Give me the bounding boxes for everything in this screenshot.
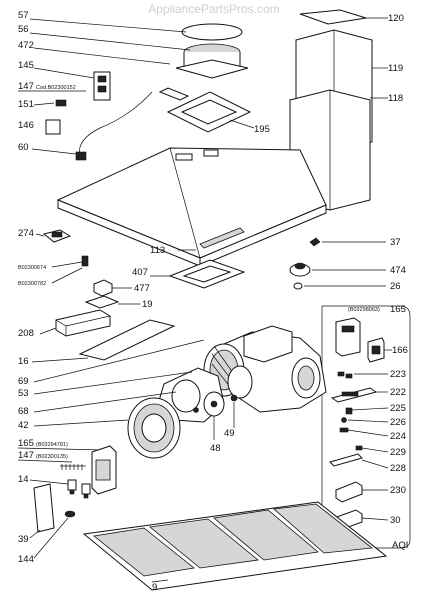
label-274: 274 bbox=[18, 228, 34, 239]
part-274-switch-panel[interactable] bbox=[42, 229, 72, 243]
label-42: 42 bbox=[18, 420, 29, 431]
part-39-cover[interactable] bbox=[33, 483, 55, 533]
part-166-module[interactable] bbox=[367, 337, 385, 363]
label-30: 30 bbox=[390, 515, 401, 526]
label-165b-code: (B03294781) bbox=[36, 442, 68, 448]
label-223: 223 bbox=[390, 369, 406, 380]
label-147b: 147 bbox=[18, 450, 34, 461]
part-147-spring[interactable] bbox=[60, 464, 86, 470]
label-37: 37 bbox=[390, 237, 401, 248]
label-16: 16 bbox=[18, 356, 29, 367]
part-26-bulb[interactable] bbox=[293, 282, 303, 290]
label-9: 9 bbox=[152, 582, 157, 593]
part-229[interactable] bbox=[355, 445, 363, 451]
label-147b-code: (B02300135) bbox=[36, 454, 68, 460]
part-37-screw[interactable] bbox=[309, 237, 321, 247]
part-477-lamp-cover[interactable] bbox=[93, 279, 113, 297]
label-147a-code: Cod.B02300152 bbox=[36, 85, 76, 91]
part-56-57-air-outlet[interactable] bbox=[175, 23, 249, 79]
part-151-clip[interactable] bbox=[55, 99, 67, 107]
part-145-147-electric-box[interactable] bbox=[93, 71, 111, 101]
label-225: 225 bbox=[390, 403, 406, 414]
part-113-hood-body[interactable] bbox=[56, 147, 327, 267]
part-228[interactable] bbox=[329, 453, 363, 467]
label-165a: 165 bbox=[390, 304, 406, 315]
part-49-screw[interactable] bbox=[230, 394, 238, 402]
label-69: 69 bbox=[18, 376, 29, 387]
part-222[interactable] bbox=[330, 387, 378, 403]
part-19-bracket[interactable] bbox=[84, 295, 120, 309]
part-48-screw[interactable] bbox=[193, 407, 199, 413]
part-9-grease-filter[interactable] bbox=[82, 501, 388, 591]
label-48: 48 bbox=[210, 443, 221, 454]
label-49: 49 bbox=[224, 428, 235, 439]
label-165b: 165 bbox=[18, 438, 34, 449]
label-222: 222 bbox=[390, 387, 406, 398]
label-165a-code: (B03298063) bbox=[348, 307, 380, 313]
label-474: 474 bbox=[390, 265, 406, 276]
label-228: 228 bbox=[390, 463, 406, 474]
part-146-capacitor[interactable] bbox=[45, 119, 61, 135]
label-56: 56 bbox=[18, 24, 29, 35]
label-60: 60 bbox=[18, 142, 29, 153]
label-120: 120 bbox=[388, 13, 404, 24]
part-225[interactable] bbox=[345, 407, 353, 415]
part-165-pcb-housing[interactable] bbox=[335, 317, 361, 357]
part-407-grease-plate[interactable] bbox=[168, 259, 246, 289]
part-230[interactable] bbox=[335, 481, 363, 503]
part-165-control-module[interactable] bbox=[91, 445, 117, 495]
label-229: 229 bbox=[390, 447, 406, 458]
label-aqi: AQI bbox=[392, 540, 408, 551]
label-195: 195 bbox=[254, 124, 270, 135]
label-144: 144 bbox=[18, 554, 34, 565]
part-472-bracket[interactable] bbox=[158, 87, 190, 101]
part-144-ring[interactable] bbox=[64, 510, 76, 518]
part-474-lamp[interactable] bbox=[289, 262, 311, 277]
part-224[interactable] bbox=[339, 427, 349, 433]
code-b02300782: B02300782 bbox=[18, 281, 46, 287]
part-208-control-box[interactable] bbox=[55, 309, 111, 337]
part-42-blower-wheel[interactable] bbox=[127, 397, 181, 459]
label-119: 119 bbox=[388, 63, 403, 74]
label-230: 230 bbox=[390, 485, 406, 496]
label-53: 53 bbox=[18, 388, 29, 399]
part-16-front-panel[interactable] bbox=[78, 319, 176, 361]
label-208: 208 bbox=[18, 328, 34, 339]
label-477: 477 bbox=[134, 283, 150, 294]
label-118: 118 bbox=[388, 93, 403, 104]
part-60-power-cord[interactable] bbox=[75, 91, 153, 161]
label-68: 68 bbox=[18, 406, 29, 417]
label-57: 57 bbox=[18, 10, 29, 21]
label-407: 407 bbox=[132, 267, 148, 278]
part-223[interactable] bbox=[337, 371, 353, 379]
part-light-holder[interactable] bbox=[81, 255, 89, 267]
part-195-plate[interactable] bbox=[166, 91, 252, 133]
part-14-capacitors[interactable] bbox=[67, 479, 91, 499]
label-166: 166 bbox=[392, 345, 408, 356]
label-39: 39 bbox=[18, 534, 29, 545]
label-151: 151 bbox=[18, 99, 34, 110]
label-224: 224 bbox=[390, 431, 406, 442]
part-53-motor-housing[interactable] bbox=[223, 325, 327, 413]
label-146: 146 bbox=[18, 120, 34, 131]
part-226[interactable] bbox=[341, 417, 347, 423]
label-147a: 147 bbox=[18, 81, 34, 92]
label-145: 145 bbox=[18, 60, 34, 71]
part-42-motor-side[interactable] bbox=[203, 391, 225, 417]
label-14: 14 bbox=[18, 474, 29, 485]
part-120-top-bracket[interactable] bbox=[299, 9, 367, 25]
label-226: 226 bbox=[390, 417, 406, 428]
code-b02300674: B02300674 bbox=[18, 265, 46, 271]
label-472: 472 bbox=[18, 40, 34, 51]
label-19: 19 bbox=[142, 299, 153, 310]
watermark-text: AppliancePartsPros.com bbox=[148, 2, 279, 16]
label-113: 113 bbox=[150, 245, 165, 256]
label-26: 26 bbox=[390, 281, 401, 292]
